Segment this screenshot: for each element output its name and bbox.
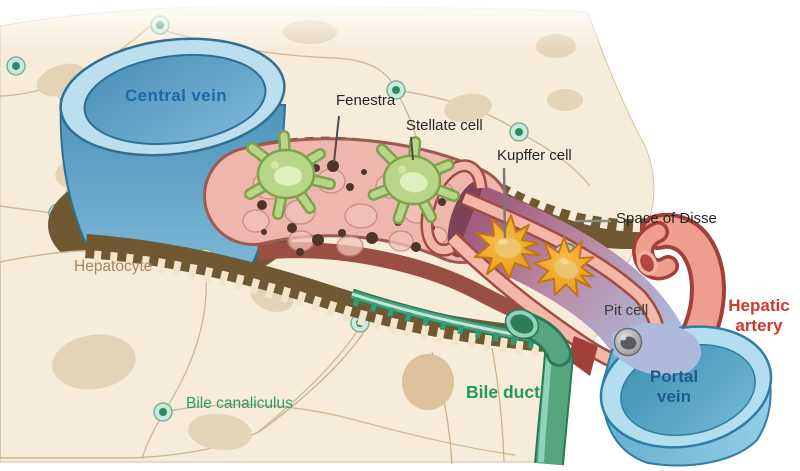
microvilli-teeth (296, 127, 651, 233)
fenestra-pointer-line (333, 115, 340, 163)
central-vein-label: Central vein (124, 86, 228, 105)
pointer-lines (333, 115, 611, 239)
bile-canaliculus-ring (153, 402, 173, 422)
portal-vein-label: Portal vein (649, 367, 699, 406)
stellate-cell-label: Stellate cell (406, 117, 483, 134)
bile-canaliculus-ring (6, 56, 26, 76)
fenestra-label: Fenestra (336, 92, 396, 109)
portal-vein-vessel (599, 322, 773, 467)
space-of-disse-label: Space of Disse (616, 210, 717, 227)
kupffer-cell-label: Kupffer cell (497, 147, 572, 164)
fenestra-pores (257, 160, 460, 256)
pit-cell-label: Pit cell (604, 302, 649, 319)
hepatocyte-tissue-front (0, 248, 516, 465)
bile-duct-label: Bile duct (466, 382, 540, 402)
hepatic-artery-label: Hepatic artery (728, 296, 790, 335)
bile-canaliculus-label: Bile canaliculus (186, 395, 293, 412)
hepatocyte-label: Hepatocyte (74, 258, 153, 275)
pit-cell (613, 327, 643, 357)
bile-canaliculus-ring (509, 122, 529, 142)
stellate-pointer-line (410, 136, 414, 161)
microvilli-teeth (93, 250, 541, 357)
kupffer-pointer-line (502, 167, 507, 239)
bile-duct-tube (504, 308, 574, 466)
